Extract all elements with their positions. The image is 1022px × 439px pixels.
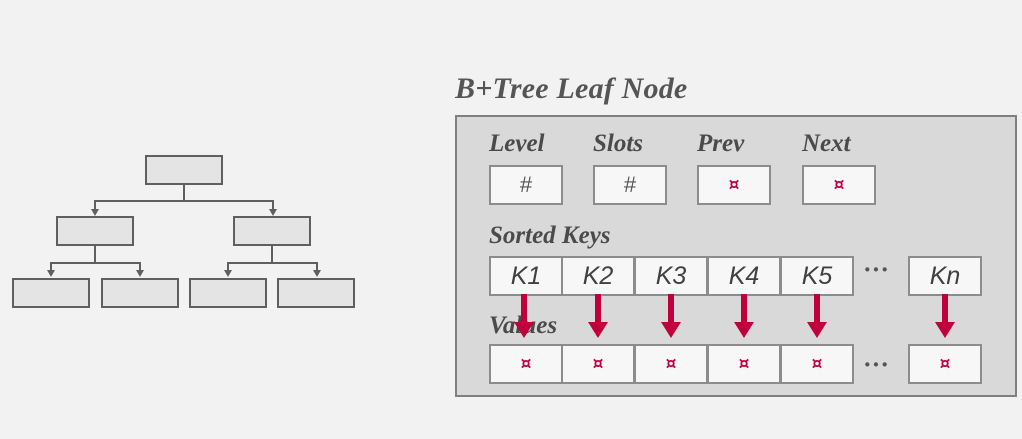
key-cell: K3	[634, 256, 708, 296]
tree-edge	[227, 262, 229, 271]
value-pointer-icon: ¤	[665, 354, 677, 374]
slots-label: Slots	[593, 130, 644, 157]
tree-edge	[50, 262, 141, 264]
value-pointer-icon: ¤	[592, 354, 604, 374]
tree-root-node	[145, 155, 223, 185]
key-value-arrow-shaft	[741, 294, 747, 324]
key-value-arrow-head	[734, 322, 754, 338]
tree-edge	[94, 246, 96, 263]
value-cell: ¤	[634, 344, 708, 384]
tree-leaf-node	[189, 278, 267, 308]
prev-pointer-cell: ¤	[697, 165, 771, 205]
level-label: Level	[489, 130, 545, 157]
key-value-arrow-head	[588, 322, 608, 338]
key-label: K3	[655, 261, 687, 290]
value-pointer-icon: ¤	[811, 354, 823, 374]
key-label: Kn	[929, 261, 961, 290]
key-value-arrow-head	[807, 322, 827, 338]
key-value-arrow-shaft	[521, 294, 527, 324]
tree-edge	[94, 200, 96, 210]
level-cell: #	[489, 165, 563, 205]
value-cell: ¤	[707, 344, 781, 384]
keys-ellipsis: ···	[863, 255, 890, 284]
tree-leaf-node	[277, 278, 355, 308]
tree-arrow	[136, 270, 144, 277]
next-pointer-cell: ¤	[802, 165, 876, 205]
key-cell: Kn	[908, 256, 982, 296]
tree-edge	[227, 262, 318, 264]
key-value-arrow-shaft	[595, 294, 601, 324]
tree-leaf-node	[101, 278, 179, 308]
tree-edge	[271, 246, 273, 263]
value-cell: ¤	[561, 344, 635, 384]
tree-leaf-node	[12, 278, 90, 308]
key-value-arrow-shaft	[668, 294, 674, 324]
value-cell: ¤	[489, 344, 563, 384]
value-cell: ¤	[780, 344, 854, 384]
key-value-arrow-shaft	[942, 294, 948, 324]
tree-edge	[139, 262, 141, 271]
sorted-keys-label: Sorted Keys	[489, 222, 611, 249]
values-ellipsis: ···	[863, 350, 890, 379]
value-pointer-icon: ¤	[738, 354, 750, 374]
leaf-node-title: B+Tree Leaf Node	[455, 72, 688, 105]
key-value-arrow-head	[661, 322, 681, 338]
value-pointer-icon: ¤	[520, 354, 532, 374]
key-value-arrow-shaft	[814, 294, 820, 324]
tree-edge	[50, 262, 52, 271]
value-cell: ¤	[908, 344, 982, 384]
tree-inner-node-left	[56, 216, 134, 246]
key-label: K1	[510, 261, 542, 290]
tree-arrow	[224, 270, 232, 277]
key-cell: K4	[707, 256, 781, 296]
value-pointer-icon: ¤	[939, 354, 951, 374]
tree-arrow	[269, 209, 277, 216]
tree-inner-node-right	[233, 216, 311, 246]
level-value: #	[519, 172, 533, 197]
key-value-arrow-head	[514, 322, 534, 338]
tree-edge	[272, 200, 274, 210]
key-cell: K5	[780, 256, 854, 296]
key-label: K5	[801, 261, 833, 290]
slots-value: #	[623, 172, 637, 197]
tree-edge	[316, 262, 318, 271]
key-cell: K1	[489, 256, 563, 296]
tree-arrow	[91, 209, 99, 216]
tree-arrow	[313, 270, 321, 277]
next-pointer-icon: ¤	[833, 175, 845, 195]
prev-pointer-icon: ¤	[728, 175, 740, 195]
tree-edge	[94, 200, 274, 202]
tree-edge	[183, 185, 185, 201]
prev-label: Prev	[697, 130, 745, 157]
key-cell: K2	[561, 256, 635, 296]
key-label: K2	[582, 261, 614, 290]
key-value-arrow-head	[935, 322, 955, 338]
key-label: K4	[728, 261, 760, 290]
next-label: Next	[802, 130, 851, 157]
tree-arrow	[47, 270, 55, 277]
slots-cell: #	[593, 165, 667, 205]
